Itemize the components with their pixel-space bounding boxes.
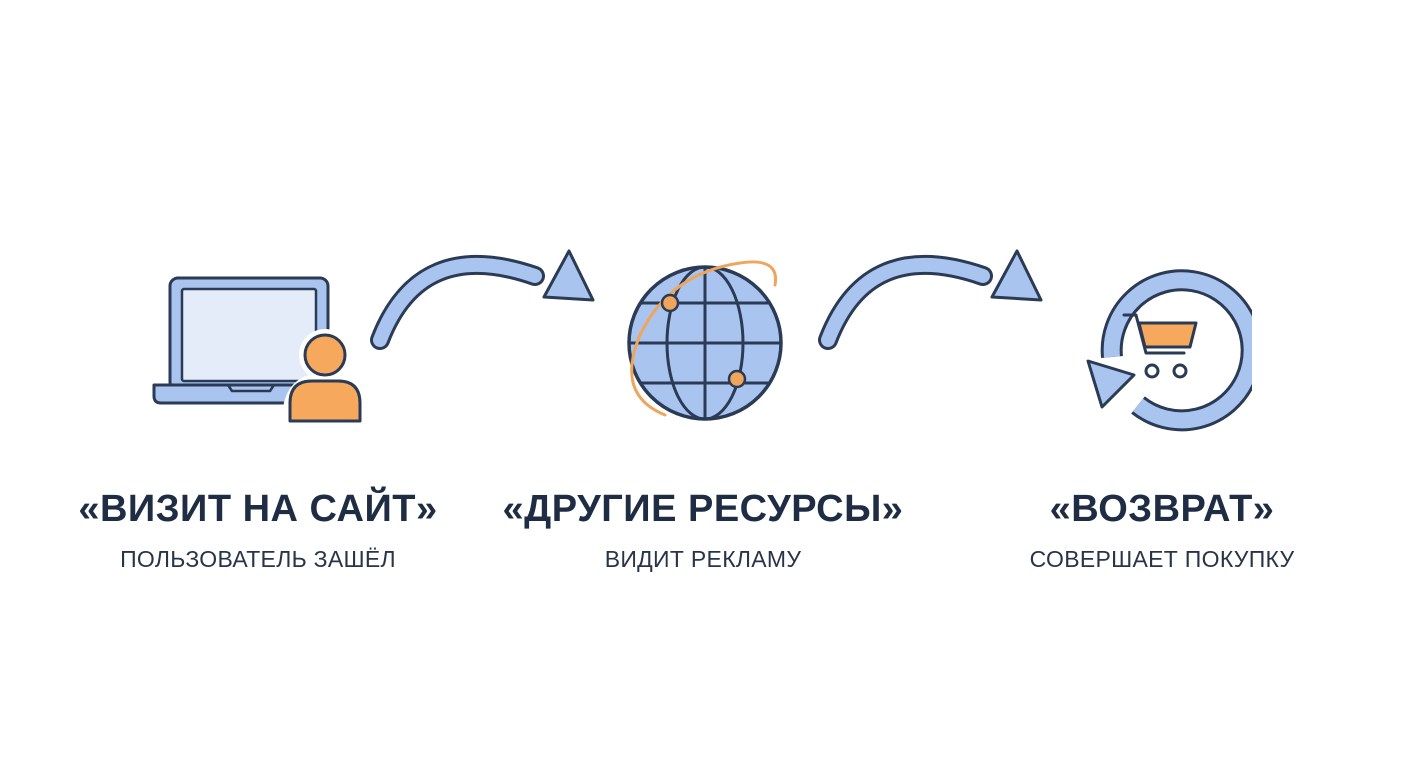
arrow-right-icon — [370, 249, 595, 350]
step-title: «ВИЗИТ НА САЙТ» — [78, 488, 438, 530]
step-title: «ДРУГИЕ РЕСУРСЫ» — [502, 488, 904, 530]
laptop-user-icon — [152, 276, 368, 423]
cart-return-icon — [1086, 269, 1252, 432]
step-caption: СОВЕРШАЕТ ПОКУПКУ — [1029, 546, 1295, 572]
step-caption: ВИДИТ РЕКЛАМУ — [604, 546, 802, 572]
globe-network-icon — [627, 260, 783, 421]
step-title: «ВОЗВРАТ» — [1049, 488, 1275, 530]
arrow-right-icon — [818, 249, 1043, 350]
step-caption: ПОЛЬЗОВАТЕЛЬ ЗАШЁЛ — [120, 546, 396, 572]
